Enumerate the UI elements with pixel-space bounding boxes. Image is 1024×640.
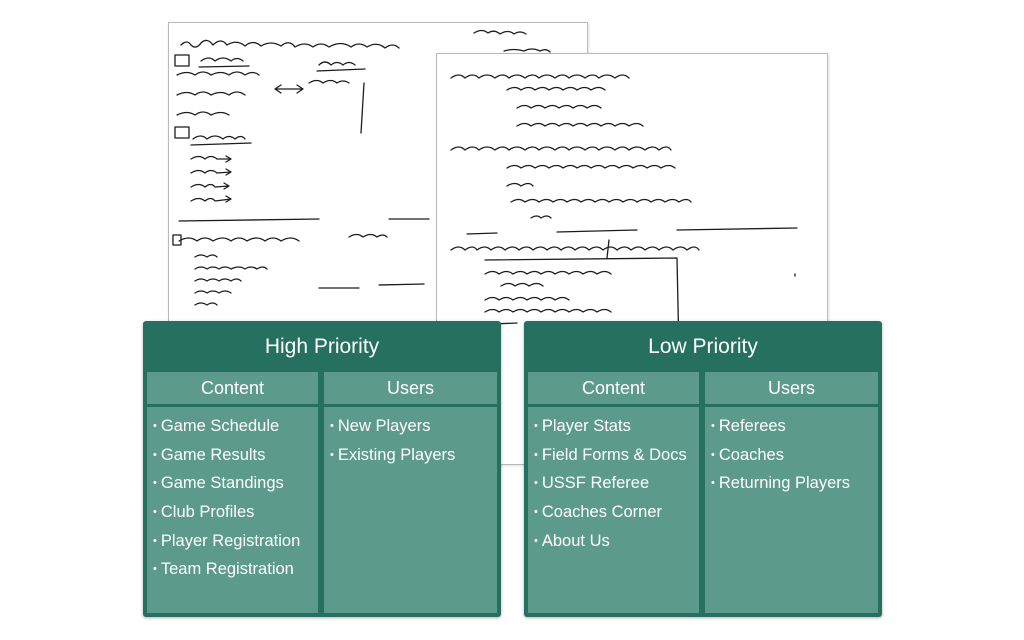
low-priority-panel: Low Priority Content Users •Player Stats… [524, 321, 882, 617]
bullet-dot-icon: • [534, 506, 538, 519]
list-item: •Player Registration [153, 531, 301, 550]
list-item: •Coaches Corner [534, 503, 662, 522]
bullet-dot-icon: • [534, 420, 538, 432]
bullet-dot-icon: • [534, 477, 538, 490]
handwriting-scribbles-left [172, 29, 551, 306]
list-item: •USSF Referee [534, 474, 650, 493]
bullet-dot-icon: • [534, 448, 538, 461]
list-item: •Coaches [711, 445, 784, 464]
list-item: •Team Registration [153, 560, 294, 579]
bullet-dot-icon: • [153, 448, 157, 461]
bullet-dot-icon: • [153, 506, 157, 519]
bullet-dot-icon: • [153, 534, 157, 547]
list-item: •Referees [711, 417, 786, 435]
list-item: •New Players [330, 417, 431, 435]
low-priority-title: Low Priority [648, 335, 758, 358]
list-item: •Game Standings [153, 474, 284, 493]
bullet-dot-icon: • [153, 477, 157, 490]
list-item: •Game Results [153, 445, 266, 464]
low-content-heading: Content [528, 372, 699, 404]
bullet-dot-icon: • [153, 563, 157, 576]
list-item: •Game Schedule [153, 417, 280, 435]
high-priority-title: High Priority [264, 335, 380, 358]
low-users-heading: Users [705, 372, 878, 404]
list-item: •Existing Players [330, 445, 456, 464]
high-content-heading: Content [147, 372, 318, 404]
high-priority-panel: High Priority Content Users •Game Schedu… [143, 321, 501, 617]
high-content-list: •Game Schedule •Game Results •Game Stand… [147, 407, 318, 613]
high-users-list: •New Players •Existing Players [324, 407, 497, 613]
bullet-dot-icon: • [534, 534, 538, 547]
bullet-dot-icon: • [330, 420, 334, 432]
list-item: •Club Profiles [153, 503, 255, 522]
list-item: •About Us [534, 531, 610, 550]
list-item: •Field Forms & Docs [534, 445, 687, 464]
bullet-dot-icon: • [153, 420, 157, 432]
low-content-list: •Player Stats •Field Forms & Docs •USSF … [528, 407, 699, 613]
high-users-heading: Users [324, 372, 497, 404]
low-users-list: •Referees •Coaches •Returning Players [705, 407, 878, 613]
bullet-dot-icon: • [711, 477, 715, 490]
bullet-dot-icon: • [711, 420, 715, 432]
list-item: •Player Stats [534, 417, 631, 435]
bullet-dot-icon: • [711, 448, 715, 461]
bullet-dot-icon: • [330, 448, 334, 461]
list-item: •Returning Players [711, 474, 851, 493]
handwriting-scribbles-right [450, 74, 798, 355]
